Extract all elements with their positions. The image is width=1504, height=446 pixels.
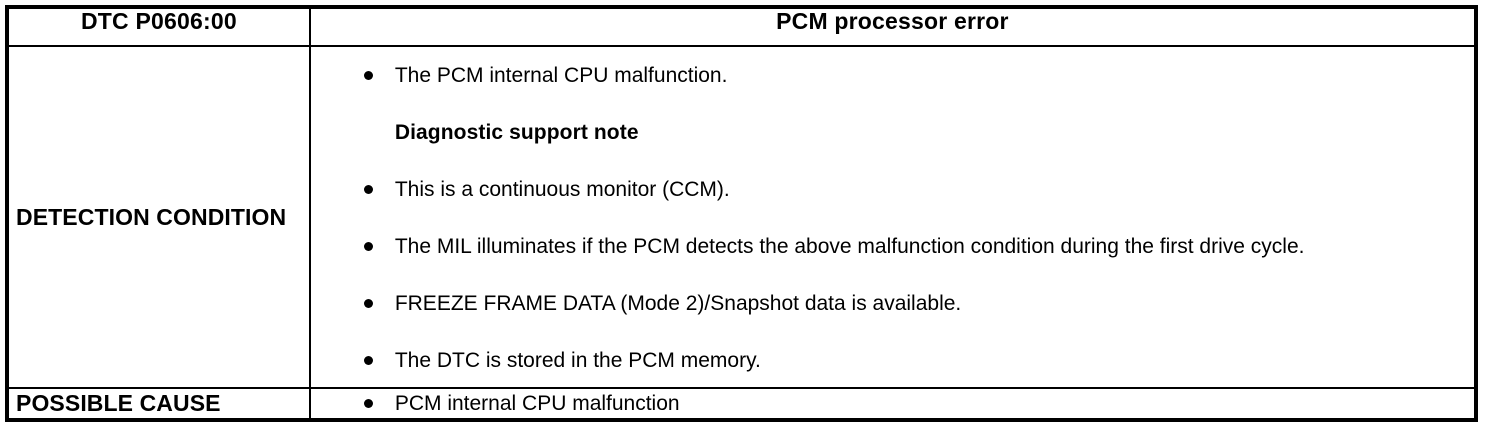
list-item: PCM internal CPU malfunction: [311, 389, 1474, 418]
detection-condition-label-cell: DETECTION CONDITION: [6, 45, 311, 389]
bullet-dot-icon: [363, 71, 373, 80]
list-item-text: PCM internal CPU malfunction: [394, 392, 680, 415]
detection-condition-label: DETECTION CONDITION: [16, 203, 287, 230]
list-item: The DTC is stored in the PCM memory.: [311, 346, 1474, 375]
list-item-text: The PCM internal CPU malfunction.: [394, 64, 728, 87]
dtc-code-cell: DTC P0606:00: [6, 6, 311, 47]
detection-condition-row: DETECTION CONDITION The PCM internal CPU…: [6, 45, 1478, 389]
detection-condition-body-cell: The PCM internal CPU malfunction. Diagno…: [308, 45, 1478, 389]
possible-cause-label-cell: POSSIBLE CAUSE: [6, 387, 311, 421]
diagnostic-support-note-text: Diagnostic support note: [394, 121, 639, 144]
dtc-information-table: DTC P0606:00 PCM processor error DETECTI…: [5, 5, 1478, 422]
possible-cause-label: POSSIBLE CAUSE: [16, 390, 221, 417]
list-item-text: The DTC is stored in the PCM memory.: [394, 349, 761, 372]
list-item: The MIL illuminates if the PCM detects t…: [311, 232, 1474, 261]
bullet-dot-icon: [363, 242, 373, 251]
bullet-dot-icon: [363, 185, 373, 194]
bullet-dot-icon: [363, 399, 373, 408]
dtc-code-text: DTC P0606:00: [81, 8, 237, 34]
possible-cause-body-cell: PCM internal CPU malfunction: [308, 387, 1478, 421]
list-item: The PCM internal CPU malfunction.: [311, 61, 1474, 90]
bullet-dot-icon: [363, 356, 373, 365]
detection-condition-list: The PCM internal CPU malfunction. Diagno…: [311, 47, 1474, 387]
table-header-row: DTC P0606:00 PCM processor error: [6, 6, 1478, 47]
possible-cause-list: PCM internal CPU malfunction: [311, 389, 1474, 418]
list-item-text: FREEZE FRAME DATA (Mode 2)/Snapshot data…: [394, 292, 962, 315]
possible-cause-row: POSSIBLE CAUSE PCM internal CPU malfunct…: [6, 387, 1478, 421]
list-item-text: The MIL illuminates if the PCM detects t…: [394, 235, 1305, 258]
bullet-dot-icon: [363, 299, 373, 308]
fault-name-text: PCM processor error: [776, 8, 1009, 34]
diagnostic-support-note-heading: Diagnostic support note: [311, 118, 1474, 147]
list-item-text: This is a continuous monitor (CCM).: [394, 178, 730, 201]
fault-name-cell: PCM processor error: [308, 6, 1478, 47]
list-item: This is a continuous monitor (CCM).: [311, 175, 1474, 204]
list-item: FREEZE FRAME DATA (Mode 2)/Snapshot data…: [311, 289, 1474, 318]
